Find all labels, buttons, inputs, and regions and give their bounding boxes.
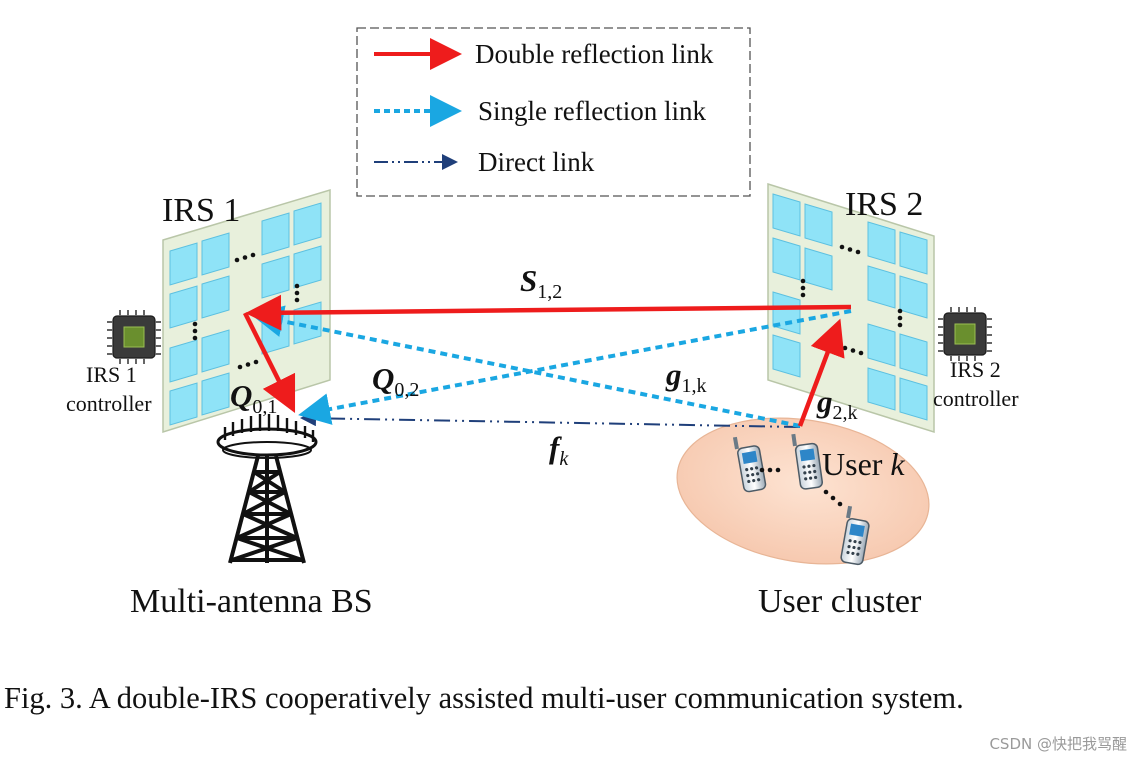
link-double-s12 — [245, 294, 852, 331]
phone-icon — [732, 436, 767, 493]
irs2-controller-label-line2: controller — [933, 386, 1019, 411]
legend-double-label: Double reflection link — [475, 39, 714, 69]
irs1-dots — [192, 252, 300, 370]
phone-icon — [840, 505, 870, 566]
label-fk: fk — [549, 430, 569, 470]
bs-label: Multi-antenna BS — [130, 583, 373, 620]
system-diagram: Double reflection link Single reflection… — [66, 27, 1019, 620]
label-s12: S1,2 — [520, 263, 562, 303]
label-g1k: g1,k — [665, 357, 707, 397]
legend: Double reflection link Single reflection… — [356, 27, 751, 197]
user-cluster-ellipse — [676, 417, 930, 565]
user-k-label: User k — [822, 446, 905, 482]
label-g2k: g2,k — [816, 384, 858, 424]
irs1-controller-chip-icon — [107, 310, 161, 364]
irs2-controller-label-line1: IRS 2 — [950, 357, 1001, 382]
legend-direct-label: Direct link — [478, 147, 595, 177]
user-ellipsis-dots — [759, 467, 843, 507]
link-single-q02 — [298, 309, 852, 425]
figure-caption: Fig. 3. A double-IRS cooperatively assis… — [4, 681, 964, 715]
irs2-controller-chip-icon — [938, 307, 992, 361]
irs1-title: IRS 1 — [162, 192, 240, 229]
link-double-q01 — [242, 311, 296, 414]
link-direct-fk — [300, 410, 801, 428]
label-q01: Q0,1 — [230, 378, 277, 418]
user-k-phone-icon — [791, 433, 824, 490]
user-cluster-label: User cluster — [758, 583, 922, 620]
bs-tower-icon — [216, 414, 318, 564]
legend-single-label: Single reflection link — [478, 96, 706, 126]
watermark: CSDN @快把我骂醒 — [989, 735, 1127, 753]
irs2-dots — [800, 244, 903, 356]
irs1-controller-label-line1: IRS 1 — [86, 362, 137, 387]
label-q02: Q0,2 — [372, 361, 419, 401]
link-double-g2k — [797, 318, 845, 427]
irs1-controller-label-line2: controller — [66, 391, 152, 416]
irs2-tiles — [772, 193, 928, 421]
irs2-title: IRS 2 — [845, 186, 923, 223]
